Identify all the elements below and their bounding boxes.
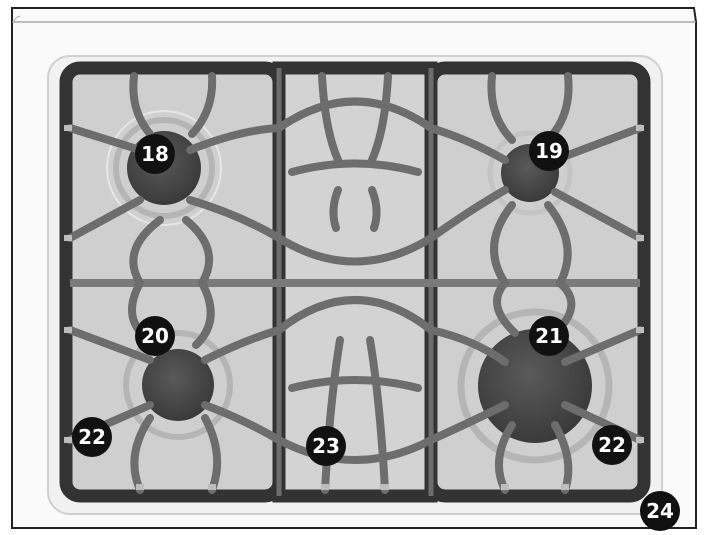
svg-text:19: 19 [535, 139, 563, 163]
callout-18: 18 [135, 134, 175, 174]
svg-text:20: 20 [141, 324, 169, 348]
callout-24: 24 [640, 491, 680, 531]
svg-text:23: 23 [312, 434, 340, 458]
callout-21: 21 [529, 316, 569, 356]
callout-20: 20 [135, 316, 175, 356]
svg-text:22: 22 [78, 425, 106, 449]
callout-23: 23 [306, 426, 346, 466]
callout-22-left: 22 [72, 417, 112, 457]
svg-text:22: 22 [598, 433, 626, 457]
svg-text:24: 24 [646, 499, 674, 523]
svg-text:21: 21 [535, 324, 563, 348]
svg-text:18: 18 [141, 142, 169, 166]
callout-22-right: 22 [592, 425, 632, 465]
callout-19: 19 [529, 131, 569, 171]
